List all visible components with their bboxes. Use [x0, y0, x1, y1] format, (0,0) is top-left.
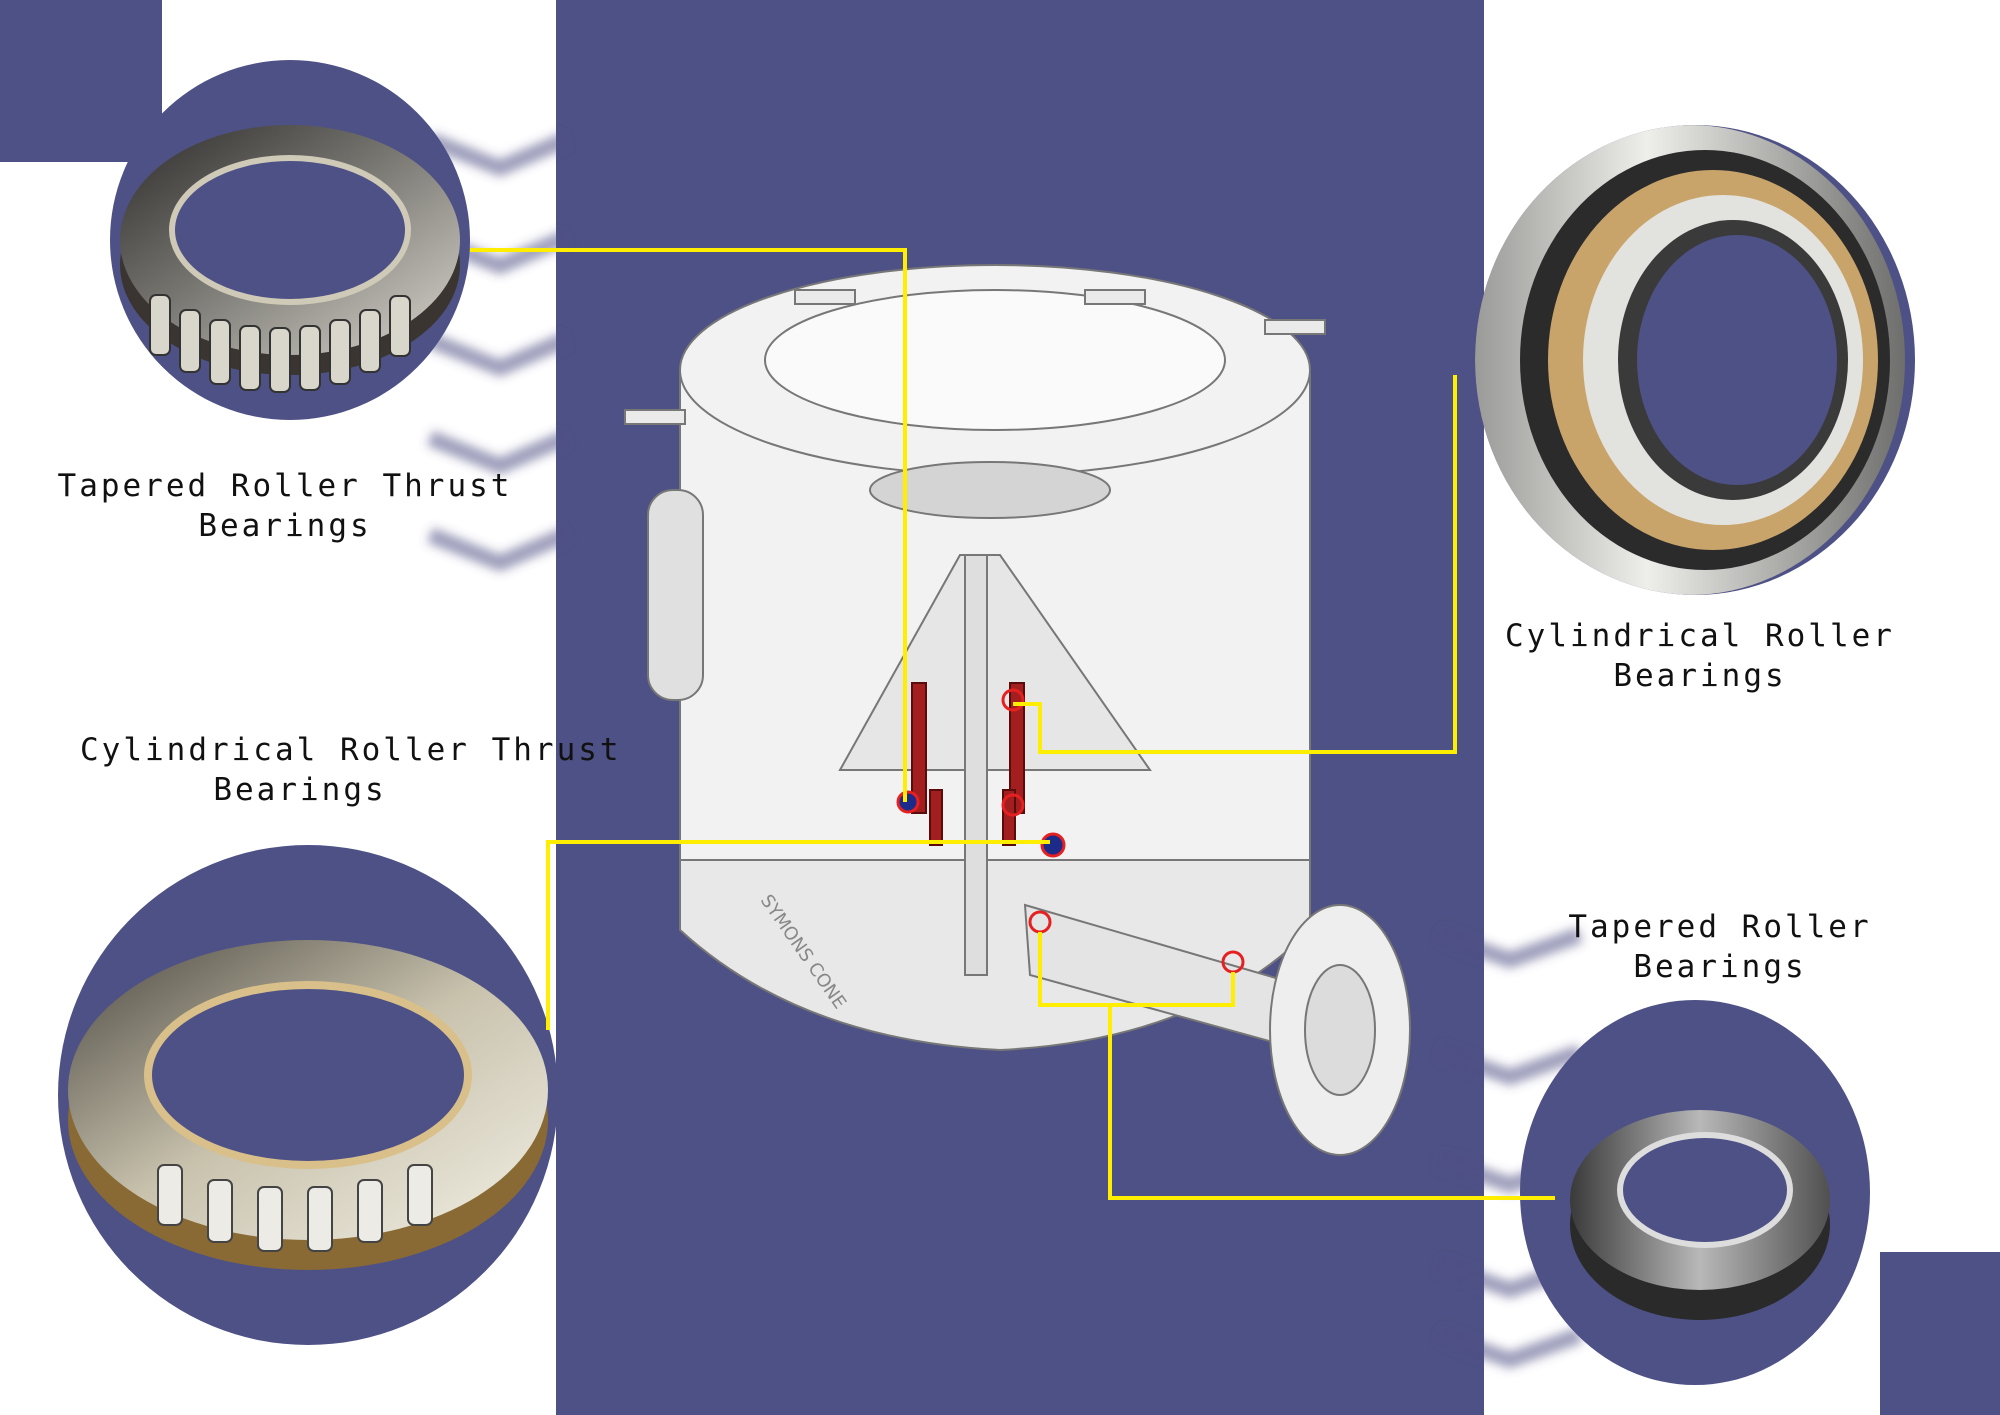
chevron-left-1	[427, 132, 569, 177]
chevron-left-3	[427, 332, 569, 377]
connector-tapered-roller-thrust	[470, 248, 907, 802]
bearing-markers	[896, 688, 1245, 974]
label-tapered-roller: Tapered Roller Bearings	[1500, 907, 1940, 987]
circle-cylindrical-roller	[1475, 125, 1915, 595]
chevron-right-1	[1437, 927, 1583, 969]
label-cylindrical-roller-thrust-line2: Bearings	[213, 772, 387, 808]
highlighted-bearings	[911, 682, 1025, 846]
tapered-roller-thrust-bearing-icon	[120, 125, 460, 393]
chevron-right-2	[1437, 1044, 1583, 1086]
label-cylindrical-roller: Cylindrical Roller Bearings	[1450, 616, 1950, 696]
connector-cylindrical-roller	[1013, 375, 1457, 754]
chevron-right-5	[1437, 1327, 1583, 1369]
label-cylindrical-roller-thrust: Cylindrical Roller Thrust Bearings	[80, 730, 622, 810]
label-tapered-roller-thrust: Tapered Roller Thrust Bearings	[45, 466, 525, 546]
label-cylindrical-roller-line1: Cylindrical Roller	[1505, 618, 1895, 654]
chevron-left-4	[427, 430, 569, 475]
label-cylindrical-roller-thrust-line1: Cylindrical Roller Thrust	[80, 732, 622, 768]
label-tapered-roller-line1: Tapered Roller	[1568, 909, 1872, 945]
circle-cylindrical-roller-thrust	[58, 845, 558, 1345]
cone-crusher-cutaway-icon	[624, 264, 1411, 1156]
corner-block-bottom-right	[1880, 1252, 2000, 1415]
cylindrical-roller-bearing-icon	[1475, 125, 1905, 595]
label-cylindrical-roller-line2: Bearings	[1613, 658, 1787, 694]
label-tapered-roller-thrust-line1: Tapered Roller Thrust	[57, 468, 513, 504]
connector-tapered-roller-b	[1110, 972, 1235, 1007]
tapered-roller-bearing-icon	[1570, 1110, 1830, 1320]
label-tapered-roller-line2: Bearings	[1633, 949, 1807, 985]
connector-lines	[470, 248, 1555, 1200]
cylindrical-roller-thrust-bearing-icon	[68, 940, 548, 1270]
connector-cylindrical-roller-thrust	[546, 840, 1050, 1030]
circle-tapered-roller-thrust	[110, 60, 470, 420]
circle-tapered-roller	[1520, 1000, 1870, 1385]
corner-block-top-left	[0, 0, 162, 162]
chevron-left-5	[427, 527, 569, 572]
label-tapered-roller-thrust-line2: Bearings	[198, 508, 372, 544]
